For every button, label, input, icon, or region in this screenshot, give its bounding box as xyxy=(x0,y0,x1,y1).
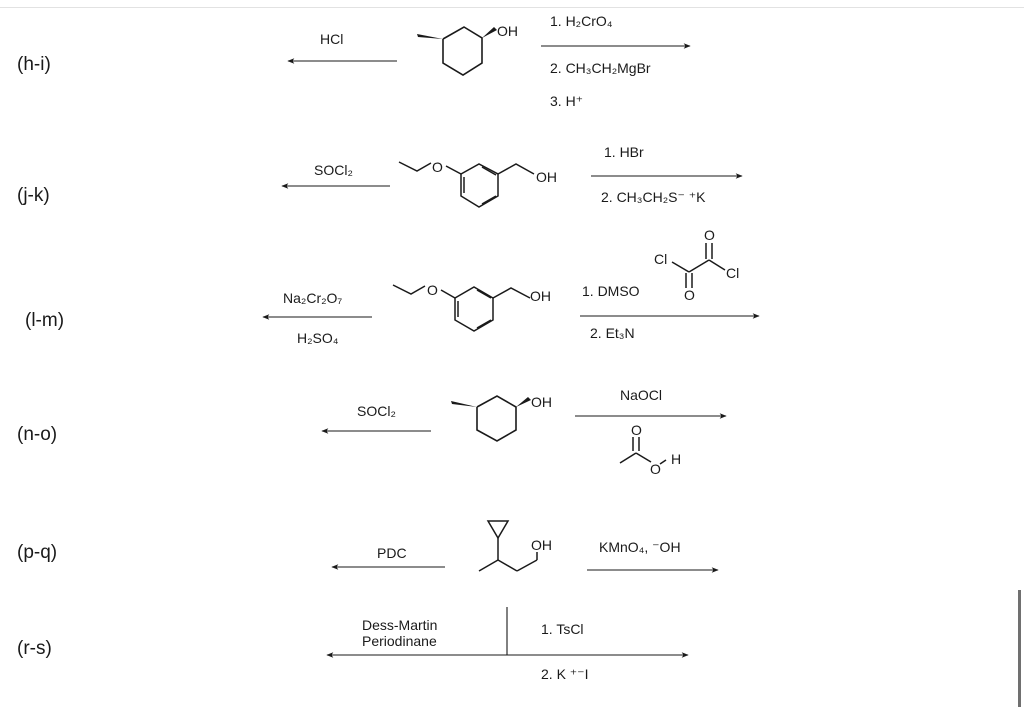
ether-oxygen-label: O xyxy=(432,159,443,175)
molecule-ethoxybenzyl-alcohol: O OH xyxy=(398,159,557,208)
hydroxyl-label: OH xyxy=(497,23,518,39)
reagent-socl2: SOCl₂ xyxy=(357,403,396,419)
row-label-r-s: (r-s) xyxy=(17,638,52,659)
molecule-acetic-acid: O O H xyxy=(619,422,681,477)
reagent-kmno4: KMnO₄, ⁻OH xyxy=(599,539,681,555)
reagent-tscl: 1. TsCl xyxy=(541,621,584,637)
hydrogen-label: H xyxy=(671,451,681,467)
scrollbar[interactable] xyxy=(1018,590,1021,707)
ether-oxygen-label: O xyxy=(427,282,438,298)
carbonyl-oxygen-label: O xyxy=(704,227,715,243)
hydroxyl-label: OH xyxy=(530,288,551,304)
molecule-ethoxybenzyl-alcohol: O OH xyxy=(392,282,551,332)
reagent-sulfuric-acid: H₂SO₄ xyxy=(297,330,339,346)
hydroxyl-oxygen-label: O xyxy=(650,461,661,477)
reagent-acid-workup: 3. H⁺ xyxy=(550,93,584,109)
reagent-hcl: HCl xyxy=(320,31,344,47)
reagent-thiolate: 2. CH₃CH₂S⁻ ⁺K xyxy=(601,189,706,205)
hydroxyl-label: OH xyxy=(536,169,557,185)
reagent-potassium-iodide: 2. K ⁺⁻I xyxy=(541,666,589,682)
top-border xyxy=(0,7,1024,8)
molecule-oxalyl-chloride: Cl O Cl O xyxy=(654,227,739,303)
reagent-dichromate: Na₂Cr₂O₇ xyxy=(283,290,343,306)
reagent-socl2: SOCl₂ xyxy=(314,162,353,178)
row-label-p-q: (p-q) xyxy=(17,542,58,563)
row-label-n-o: (n-o) xyxy=(17,424,58,445)
carbonyl-oxygen-label: O xyxy=(684,287,695,303)
row-label-l-m: (l-m) xyxy=(25,310,65,331)
reagent-triethylamine: 2. Et₃N xyxy=(590,325,635,341)
chlorine-label: Cl xyxy=(726,265,739,281)
carbonyl-oxygen-label: O xyxy=(631,422,642,438)
reagent-dmso: 1. DMSO xyxy=(582,283,640,299)
reagent-naocl: NaOCl xyxy=(620,387,663,403)
chlorine-label: Cl xyxy=(654,251,667,267)
reagent-hbr: 1. HBr xyxy=(604,144,644,160)
reagent-pdc: PDC xyxy=(377,545,407,561)
row-label-h-i: (h-i) xyxy=(17,54,51,75)
reagent-h2cro4: 1. H₂CrO₄ xyxy=(550,13,613,29)
reagent-dess-martin: Dess-Martin Periodinane xyxy=(362,617,438,650)
hydroxyl-label: OH xyxy=(531,537,552,553)
molecule-cyclopropylbutanol: OH xyxy=(478,520,552,572)
hydroxyl-label: OH xyxy=(531,394,552,410)
molecule-methylcyclohexanol: OH xyxy=(451,394,552,442)
reagent-grignard: 2. CH₃CH₂MgBr xyxy=(550,60,651,76)
molecule-methylcyclohexanol: OH xyxy=(417,23,518,76)
row-label-j-k: (j-k) xyxy=(17,185,50,206)
